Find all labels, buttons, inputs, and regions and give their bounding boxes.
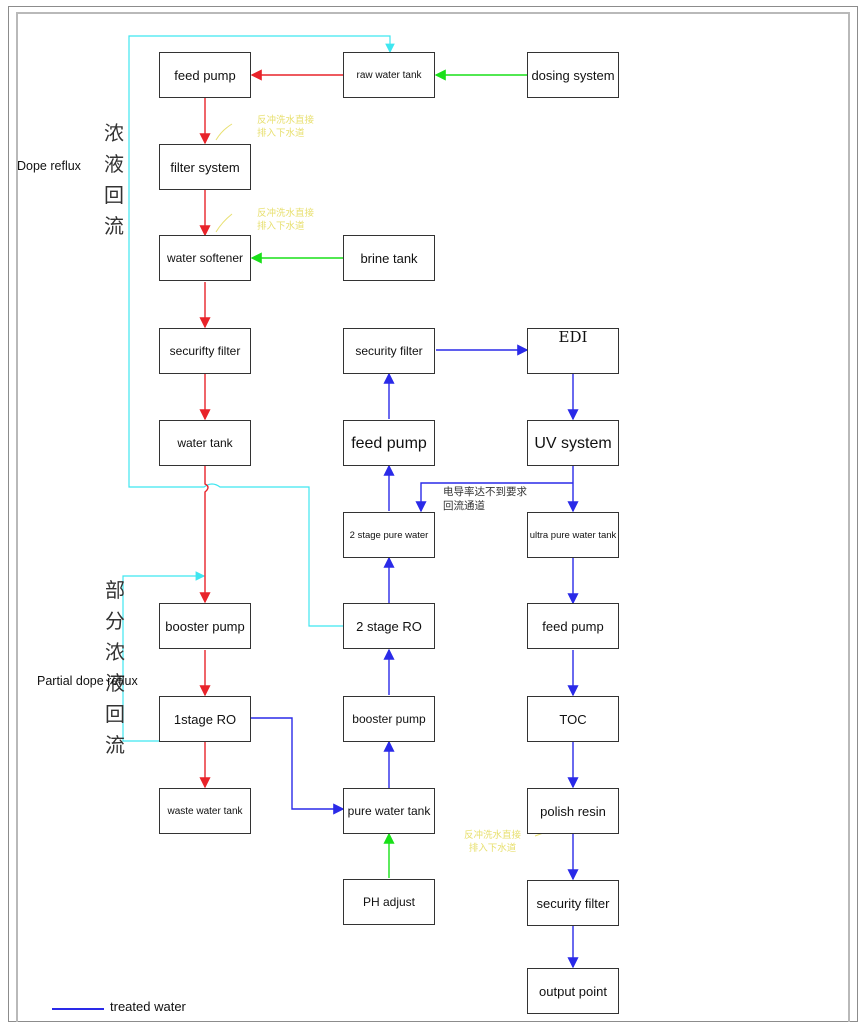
flow-tank-to-booster <box>199 466 211 604</box>
toc-box: TOC <box>527 696 619 742</box>
feed-pump-2-box: feed pump <box>343 420 435 466</box>
edi-box: EDI <box>527 328 619 374</box>
booster-pump-1-box: booster pump <box>159 603 251 649</box>
polish-resin-box: polish resin <box>527 788 619 834</box>
ro-stage-2-box: 2 stage RO <box>343 603 435 649</box>
uv-system-box: UV system <box>527 420 619 466</box>
flow-ro1-to-purewater <box>251 717 345 815</box>
pure-water-tank-box: pure water tank <box>343 788 435 834</box>
legend-treated-water-line <box>52 1008 104 1010</box>
outer-frame <box>8 6 858 1022</box>
ph-adjust-box: PH adjust <box>343 879 435 925</box>
ro-stage-1-box: 1stage RO <box>159 696 251 742</box>
feed-pump-1-box: feed pump <box>159 52 251 98</box>
booster-pump-2-box: booster pump <box>343 696 435 742</box>
flow-recirc-channel <box>415 482 573 513</box>
dope-reflux-cn-label: 浓液回流 <box>104 121 124 238</box>
dope-reflux-label: Dope reflux <box>17 159 81 173</box>
waste-water-tank-box: waste water tank <box>159 788 251 834</box>
raw-water-tank-box: raw water tank <box>343 52 435 98</box>
feed-pump-3-box: feed pump <box>527 603 619 649</box>
dope-reflux-line <box>128 35 395 627</box>
water-softener-box: water softener <box>159 235 251 281</box>
legend-treated-water-label: treated water <box>110 999 186 1014</box>
security-filter-2-box: security filter <box>343 328 435 374</box>
brine-tank-box: brine tank <box>343 235 435 281</box>
ultra-pure-water-tank-box: ultra pure water tank <box>527 512 619 558</box>
security-filter-1-box: securifty filter <box>159 328 251 374</box>
backwash-note-2: 反冲洗水直接排入下水道 <box>257 208 315 232</box>
partial-reflux-line <box>122 571 206 742</box>
note-pointer-2 <box>215 213 233 233</box>
water-tank-box: water tank <box>159 420 251 466</box>
recirc-note: 电导率达不到要求回流通道 <box>443 486 527 512</box>
stage2-pure-water-box: 2 stage pure water <box>343 512 435 558</box>
inner-frame <box>16 12 850 1022</box>
partial-reflux-label: Partial dope reflux <box>37 674 138 688</box>
partial-reflux-cn-label: 部分浓液回流 <box>105 578 125 757</box>
backwash-note-3: 反冲洗水直接排入下水道 <box>464 830 522 854</box>
output-point-box: output point <box>527 968 619 1014</box>
security-filter-3-box: security filter <box>527 880 619 926</box>
dosing-system-box: dosing system <box>527 52 619 98</box>
filter-system-box: filter system <box>159 144 251 190</box>
note-pointer-1 <box>215 123 233 141</box>
backwash-note-1: 反冲洗水直接排入下水道 <box>257 115 315 139</box>
